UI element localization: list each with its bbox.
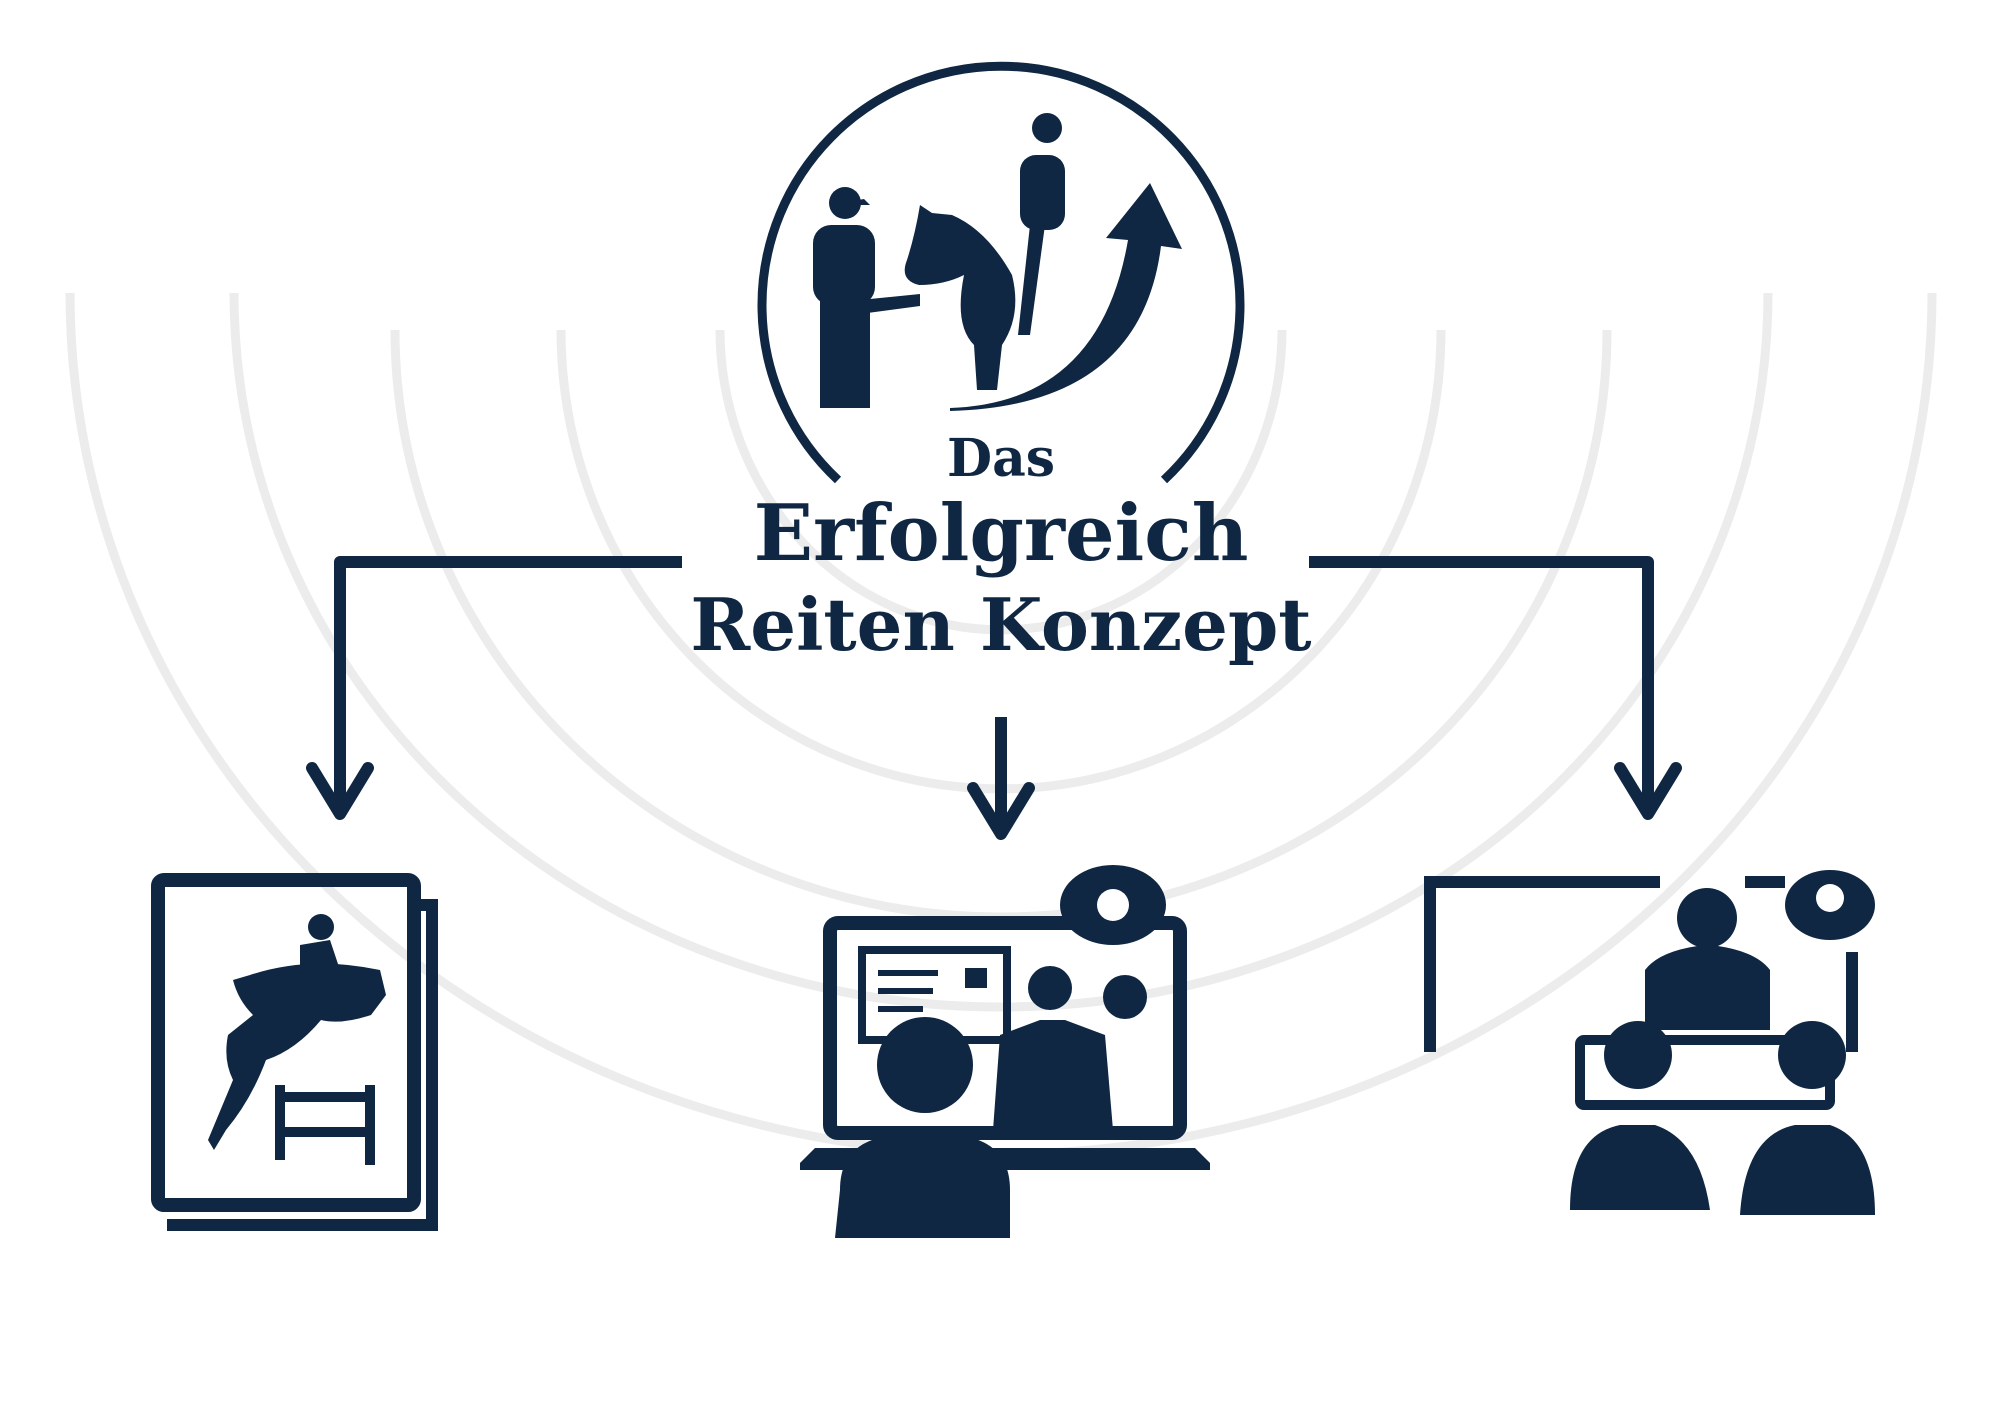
show-jumping-poster-icon [151,873,438,1231]
title-line-3: Reiten Konzept [690,582,1311,667]
growth-arrow-icon [950,183,1182,411]
connector-left [334,556,682,812]
coach-icon [813,187,920,408]
ring-2 [229,292,1773,1012]
logo-circle [757,61,1245,484]
ring-5 [715,329,1287,635]
arrowhead-left [306,762,374,820]
arrowhead-center [967,782,1035,840]
online-coaching-laptop-icon [800,865,1210,1238]
arrowhead-right [1614,762,1682,820]
connector-right [1309,556,1654,812]
horse-rider-icon [904,113,1065,390]
group-seminar-icon [1424,870,1875,1215]
title-line-1: Das [947,428,1055,489]
title-line-2: Erfolgreich [754,488,1249,579]
connectors [306,556,1682,840]
logo [757,61,1245,484]
